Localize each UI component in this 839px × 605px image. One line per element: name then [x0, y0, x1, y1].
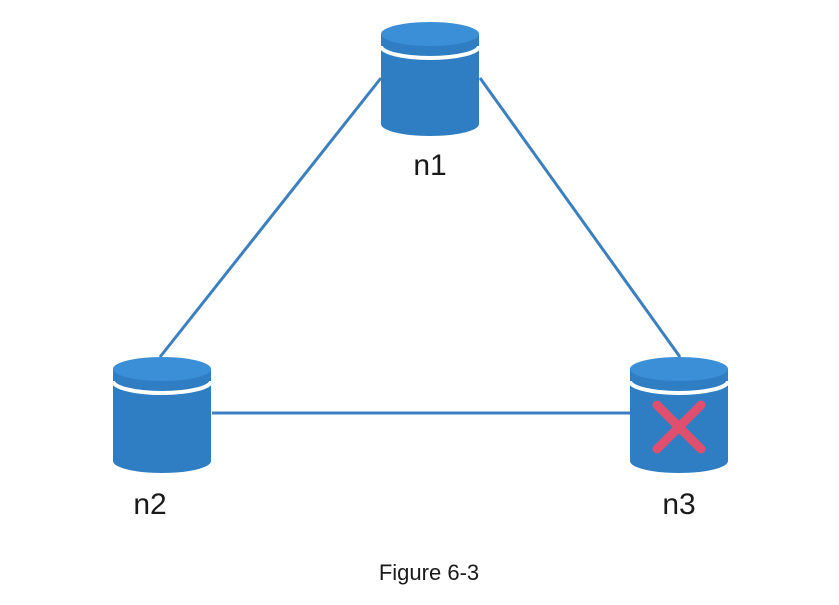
database-cylinder-icon [111, 357, 213, 473]
database-cylinder-icon [628, 357, 730, 473]
edge-n1-n2 [158, 77, 383, 358]
node-label-n2: n2 [133, 488, 166, 521]
node-n2 [111, 357, 213, 473]
edge-n1-n3 [478, 77, 682, 358]
edges [158, 77, 682, 415]
node-n3 [628, 357, 730, 473]
node-n1 [379, 22, 481, 136]
node-label-n1: n1 [413, 149, 446, 182]
figure-caption: Figure 6-3 [379, 560, 479, 585]
node-label-n3: n3 [662, 488, 695, 521]
database-cylinder-icon [379, 22, 481, 136]
x-mark-icon [652, 400, 706, 454]
